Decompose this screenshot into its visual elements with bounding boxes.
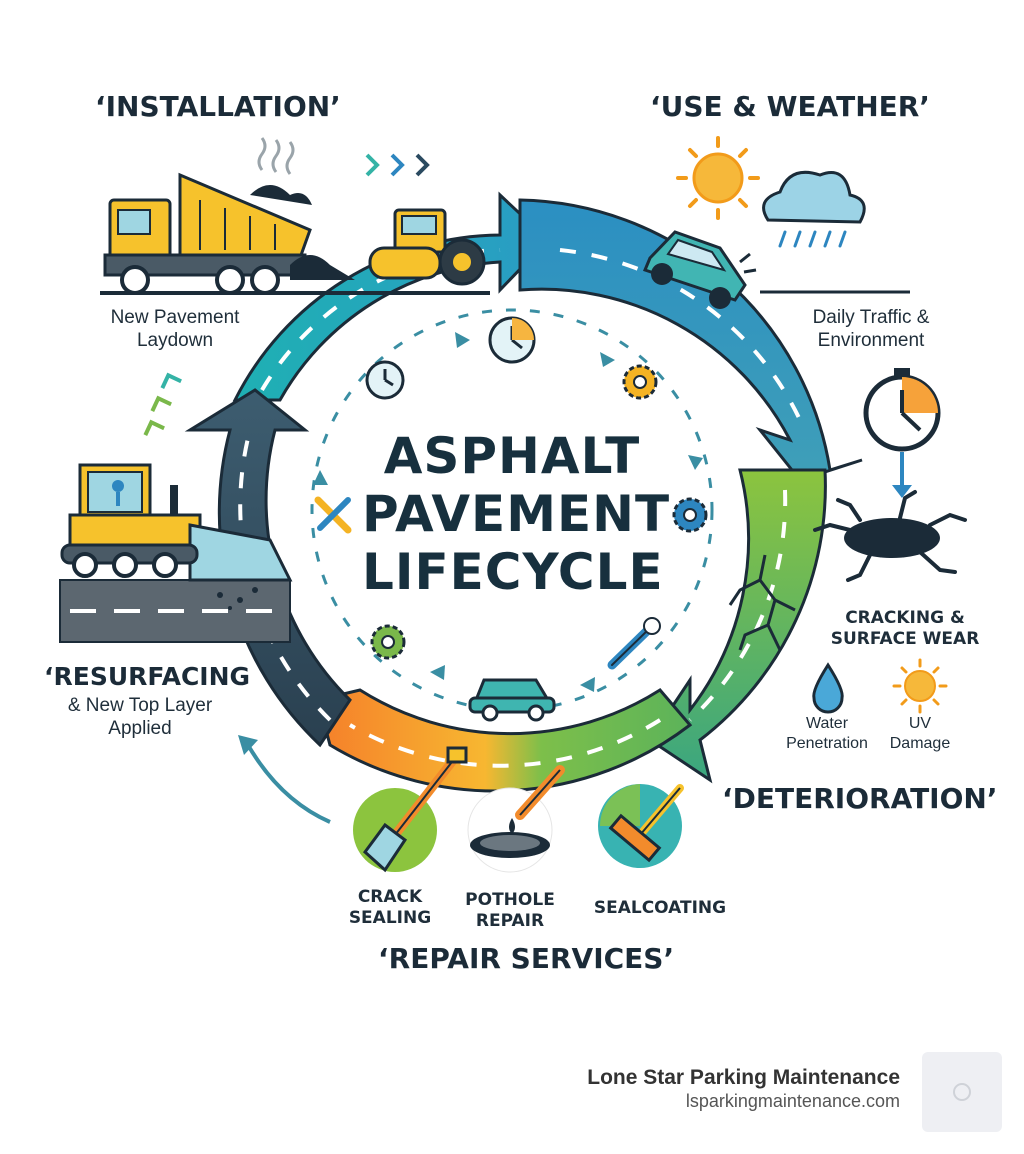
down-arrow-icon [892, 452, 912, 498]
uv-label-line2: Damage [889, 735, 951, 752]
up-chevrons-icon [143, 372, 182, 436]
clock-icon [863, 368, 941, 452]
center-title-line2: PAVEMENT [362, 485, 671, 543]
inner-wrench-icon-right [607, 617, 661, 670]
use-weather-desc-line1: Daily Traffic & [812, 307, 930, 328]
crack-sealing-label: CRACK SEALING [340, 887, 440, 929]
stage-title-installation: ‘INSTALLATION’ [95, 90, 341, 123]
pothole-repair-line1: POTHOLE [465, 890, 555, 910]
roller-icon [100, 208, 490, 295]
crack-sealing-line1: CRACK [357, 887, 423, 907]
ring-segment-repair [316, 688, 693, 793]
resurfacing-desc: & New Top Layer Applied [60, 694, 220, 740]
center-title-line1: ASPHALT [383, 427, 641, 485]
water-drop-icon [812, 662, 844, 714]
uv-label-line1: UV [908, 715, 932, 732]
inner-gear-icon-orange [622, 364, 658, 400]
resurfacing-desc-line1: & New Top Layer [67, 695, 213, 716]
car-icon [642, 230, 910, 309]
water-penetration-label: Water Penetration [772, 714, 882, 754]
center-title-line3: LIFECYCLE [362, 543, 664, 601]
curved-arrow-icon [238, 735, 331, 824]
inner-tools-icon-left [314, 496, 352, 534]
pothole-repair-line2: REPAIR [475, 911, 545, 931]
sealcoating-label: SEALCOATING [593, 898, 727, 918]
use-weather-desc: Daily Traffic & Environment [796, 306, 946, 352]
inner-clock-icon-top [488, 316, 536, 364]
center-title: ASPHALT PAVEMENT LIFECYCLE [362, 427, 671, 601]
deterioration-desc: CRACKING & SURFACE WEAR [830, 608, 980, 650]
sealcoating-squeegee-icon [598, 784, 684, 868]
crack-sealing-shovel-icon [353, 746, 468, 873]
stage-title-resurfacing: ‘RESURFACING [44, 662, 251, 691]
pothole-repair-icon [467, 765, 565, 873]
paver-machine-icon [60, 463, 293, 582]
water-label-line2: Penetration [786, 735, 868, 752]
dump-truck-icon [103, 137, 355, 295]
inner-gear-icon-green [370, 624, 406, 660]
ring-segment-deterioration [647, 468, 827, 784]
stage-title-use-weather: ‘USE & WEATHER’ [650, 90, 930, 123]
water-label-line1: Water [805, 715, 849, 732]
uv-sun-icon [892, 658, 948, 714]
brand-name: Lone Star Parking Maintenance [587, 1066, 900, 1089]
stage-title-deterioration: ‘DETERIORATION’ [722, 782, 998, 815]
installation-desc-line2: Laydown [136, 330, 214, 351]
resurfacing-road [59, 579, 291, 643]
brand-badge [922, 1052, 1002, 1132]
uv-damage-label: UV Damage [885, 714, 955, 754]
crack-sealing-line2: SEALING [348, 908, 432, 928]
crack-in-road-icon [728, 554, 796, 651]
deterioration-desc-line2: SURFACE WEAR [830, 629, 980, 649]
forward-chevrons-icon [365, 153, 430, 177]
pothole-crack-icon [813, 490, 967, 582]
pothole-repair-label: POTHOLE REPAIR [460, 890, 560, 932]
resurfacing-desc-line2: Applied [108, 718, 172, 739]
ring-segment-use-weather [518, 198, 863, 482]
use-weather-desc-line2: Environment [817, 330, 925, 351]
stage-title-repair: ‘REPAIR SERVICES’ [378, 942, 675, 975]
inner-gear-icon-blue [672, 497, 708, 533]
brand-url[interactable]: lsparkingmaintenance.com [685, 1091, 900, 1111]
inner-clock-icon-left [365, 360, 405, 400]
inner-car-icon [468, 678, 556, 722]
installation-desc: New Pavement Laydown [95, 306, 255, 352]
rain-cloud-icon [762, 170, 866, 248]
deterioration-desc-line1: CRACKING & [845, 608, 965, 628]
installation-desc-line1: New Pavement [110, 307, 240, 328]
sun-icon [676, 136, 760, 220]
